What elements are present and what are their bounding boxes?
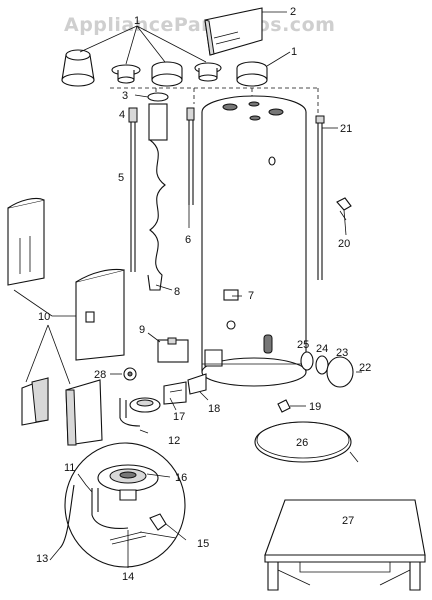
part-1-heat-trap-a [151,61,183,87]
callout-26: 26 [296,437,308,449]
callout-3: 3 [122,90,128,102]
callout-8: 8 [174,286,180,298]
callout-18: 18 [208,403,220,415]
part-5-dip-tube [130,122,136,272]
callout-25: 25 [297,339,309,351]
part-1-fitting-left [61,49,95,87]
part-21-relief-tube [315,115,325,280]
callout-12: 12 [168,435,180,447]
part-4-dip-tube-nipple [128,107,138,123]
callout-13: 13 [36,553,48,565]
part-1-heat-trap-b [236,61,268,87]
part-10-outer-door-a [7,197,45,286]
part-10-inner-door-b [65,379,103,446]
part-24-plate [315,355,329,375]
callout-16: 16 [175,472,187,484]
part-27-stand [264,499,426,591]
callout-24: 24 [316,343,328,355]
water-heater-tank [201,95,307,387]
part-13-pilot-tube [59,484,75,549]
callout-21: 21 [340,123,352,135]
part-20-clip [336,197,352,221]
callout-6: 6 [185,234,191,246]
part-2-draft-hood [204,7,263,56]
part-1-nipple-b [194,62,222,82]
callout-4: 4 [119,109,125,121]
callout-1-top: 1 [134,15,140,27]
part-19-screw [277,399,306,413]
callout-11: 11 [64,462,75,474]
callout-27: 27 [342,515,354,527]
part-8-baffle [147,103,168,291]
callout-19: 19 [309,401,321,413]
part-28-drain-valve [110,367,137,381]
part-7-label-plate [223,289,239,301]
part-23-cover [326,356,354,388]
part-10-inner-door-a [21,377,49,426]
part-25-gasket [300,351,314,371]
part-17-manifold-bracket [163,381,187,405]
part-15-pilot-assembly [149,513,167,531]
callout-17: 17 [173,411,185,423]
part-26-drain-pan [254,421,359,463]
burner-detail-circle [64,442,186,568]
callout-10: 10 [38,311,50,323]
callout-7: 7 [248,290,254,302]
callout-22: 22 [359,362,371,374]
watermark-text: AppliancePartsPros.com [64,14,335,36]
callout-5: 5 [118,172,124,184]
part-12-burner-assembly [119,397,161,427]
part-1-nipple-a [111,64,141,84]
callout-2: 2 [290,6,296,18]
callout-20: 20 [338,238,350,250]
callout-1-right: 1 [291,46,297,58]
part-9-gas-control [147,332,189,363]
part-6-anode-rod [186,107,195,205]
callout-14: 14 [122,571,134,583]
callout-28: 28 [94,369,106,381]
part-10-outer-door-b [75,268,125,361]
part-18-inner-cover [187,373,207,395]
callout-23: 23 [336,347,348,359]
callout-15: 15 [197,538,209,550]
part-3-washer [147,92,169,102]
callout-9: 9 [139,324,145,336]
